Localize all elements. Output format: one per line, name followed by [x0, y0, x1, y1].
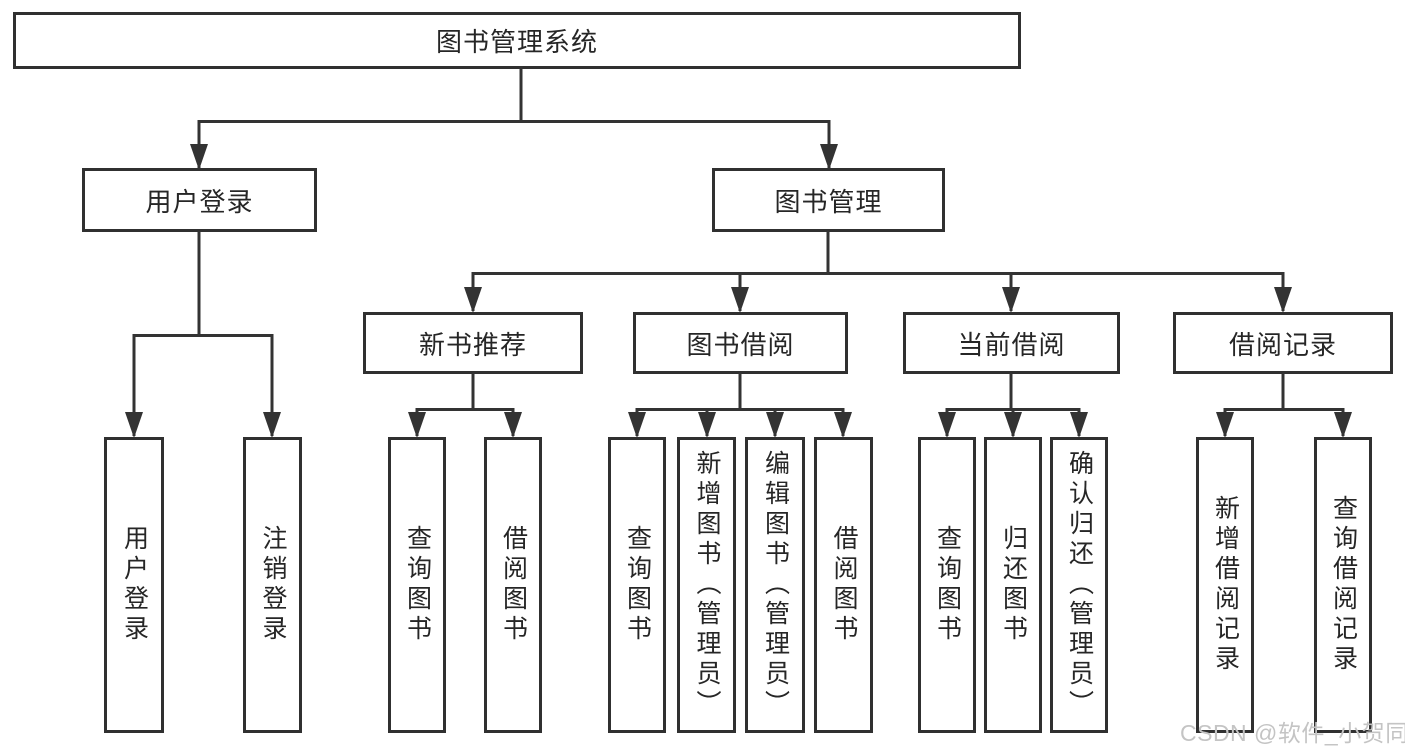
node-new-book-recommend: 新书推荐 [363, 312, 583, 374]
leaf-label: 注销登录 [259, 525, 287, 645]
leaf-add-book-admin: 新增图书（管理员） [677, 437, 736, 733]
leaf-label: 确认归还（管理员） [1065, 450, 1094, 720]
csdn-watermark: CSDN @软件_小贺同学 [1180, 720, 1405, 746]
node-label: 新书推荐 [418, 329, 527, 360]
connector-book-management-branch [464, 231, 1292, 313]
node-label: 图书借阅 [686, 329, 795, 360]
node-current-borrow: 当前借阅 [903, 312, 1120, 374]
leaf-query-borrow-record: 查询借阅记录 [1314, 437, 1372, 733]
node-book-borrow: 图书借阅 [633, 312, 848, 374]
connector-user-login-branch [125, 231, 281, 438]
leaf-user-login: 用户登录 [104, 437, 164, 733]
leaf-query-books-current: 查询图书 [918, 437, 976, 733]
leaf-label: 归还图书 [999, 525, 1028, 645]
leaf-query-books-recommend: 查询图书 [388, 437, 446, 733]
leaf-label: 查询图书 [623, 525, 652, 645]
node-label: 图书管理 [774, 186, 883, 217]
connector-book-borrow-module [628, 373, 852, 438]
leaf-edit-book-admin: 编辑图书（管理员） [745, 437, 805, 733]
node-root-system: 图书管理系统 [13, 12, 1021, 69]
leaf-query-books-borrow: 查询图书 [608, 437, 666, 733]
node-book-management: 图书管理 [712, 168, 945, 232]
leaf-confirm-return-admin: 确认归还（管理员） [1050, 437, 1108, 733]
leaf-label: 查询图书 [933, 525, 962, 645]
node-label: 借阅记录 [1228, 329, 1337, 360]
leaf-logout: 注销登录 [243, 437, 302, 733]
leaf-label: 借阅图书 [830, 525, 858, 645]
node-label: 当前借阅 [957, 329, 1066, 360]
connector-borrow-records-module [1216, 373, 1352, 438]
leaf-borrow-books-recommend: 借阅图书 [484, 437, 542, 733]
leaf-label: 查询借阅记录 [1329, 495, 1358, 675]
node-label: 用户登录 [145, 186, 254, 217]
leaf-label: 编辑图书（管理员） [761, 450, 790, 720]
leaf-add-borrow-record: 新增借阅记录 [1196, 437, 1254, 733]
connector-current-borrow-module [938, 373, 1088, 438]
leaf-return-book: 归还图书 [984, 437, 1042, 733]
node-borrow-records: 借阅记录 [1173, 312, 1393, 374]
node-label: 图书管理系统 [435, 27, 598, 57]
leaf-label: 新增借阅记录 [1211, 495, 1240, 675]
leaf-label: 用户登录 [120, 525, 149, 645]
node-user-login-branch: 用户登录 [82, 168, 317, 232]
connector-root-to-level2 [190, 66, 838, 170]
leaf-label: 新增图书（管理员） [693, 450, 721, 720]
leaf-borrow-books: 借阅图书 [814, 437, 873, 733]
connector-new-book-module [408, 373, 522, 438]
leaf-label: 查询图书 [403, 525, 432, 645]
leaf-label: 借阅图书 [499, 525, 528, 645]
